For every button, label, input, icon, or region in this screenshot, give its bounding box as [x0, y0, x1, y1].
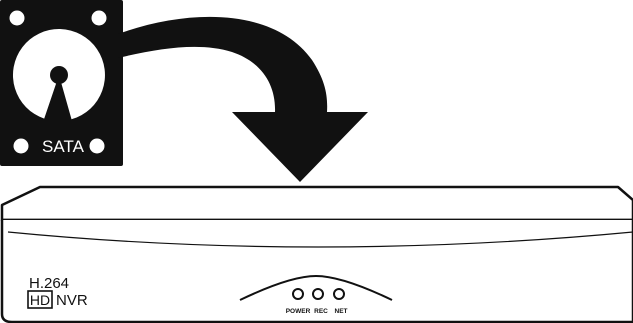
nvr-front-contour [7, 231, 633, 248]
curved-arrow-down-icon [118, 16, 368, 183]
indicator-rec: REC [312, 288, 328, 315]
indicator-net: NET [333, 288, 348, 315]
indicator-power: POWER [286, 288, 311, 315]
model-label: NVR [56, 292, 88, 309]
hd-badge-text: HD [30, 292, 50, 308]
drive-screw-bottom-left [13, 138, 29, 154]
nvr-top-panel [0, 185, 633, 222]
indicator-bezel [239, 274, 393, 301]
indicator-power-label: POWER [286, 308, 311, 315]
arrow-shaft [118, 16, 368, 183]
drive-screw-bottom-right [89, 138, 105, 154]
hd-badge: HD [27, 290, 53, 309]
drive-label: SATA [42, 137, 85, 156]
drive-screw-top-right [91, 10, 107, 26]
led-rec [312, 288, 324, 300]
nvr-unit: POWER REC NET H.264 HD NVR [0, 185, 633, 323]
codec-label: H.264 [29, 275, 69, 292]
indicator-net-label: NET [335, 308, 348, 315]
led-power [292, 288, 304, 300]
hd-badge-box [27, 290, 53, 309]
nvr-front-panel [0, 220, 633, 323]
drive-spindle [50, 66, 68, 84]
led-net [333, 288, 345, 300]
indicator-rec-label: REC [314, 308, 328, 315]
hard-drive-icon: SATA [0, 0, 123, 166]
drive-screw-top-left [9, 10, 25, 26]
